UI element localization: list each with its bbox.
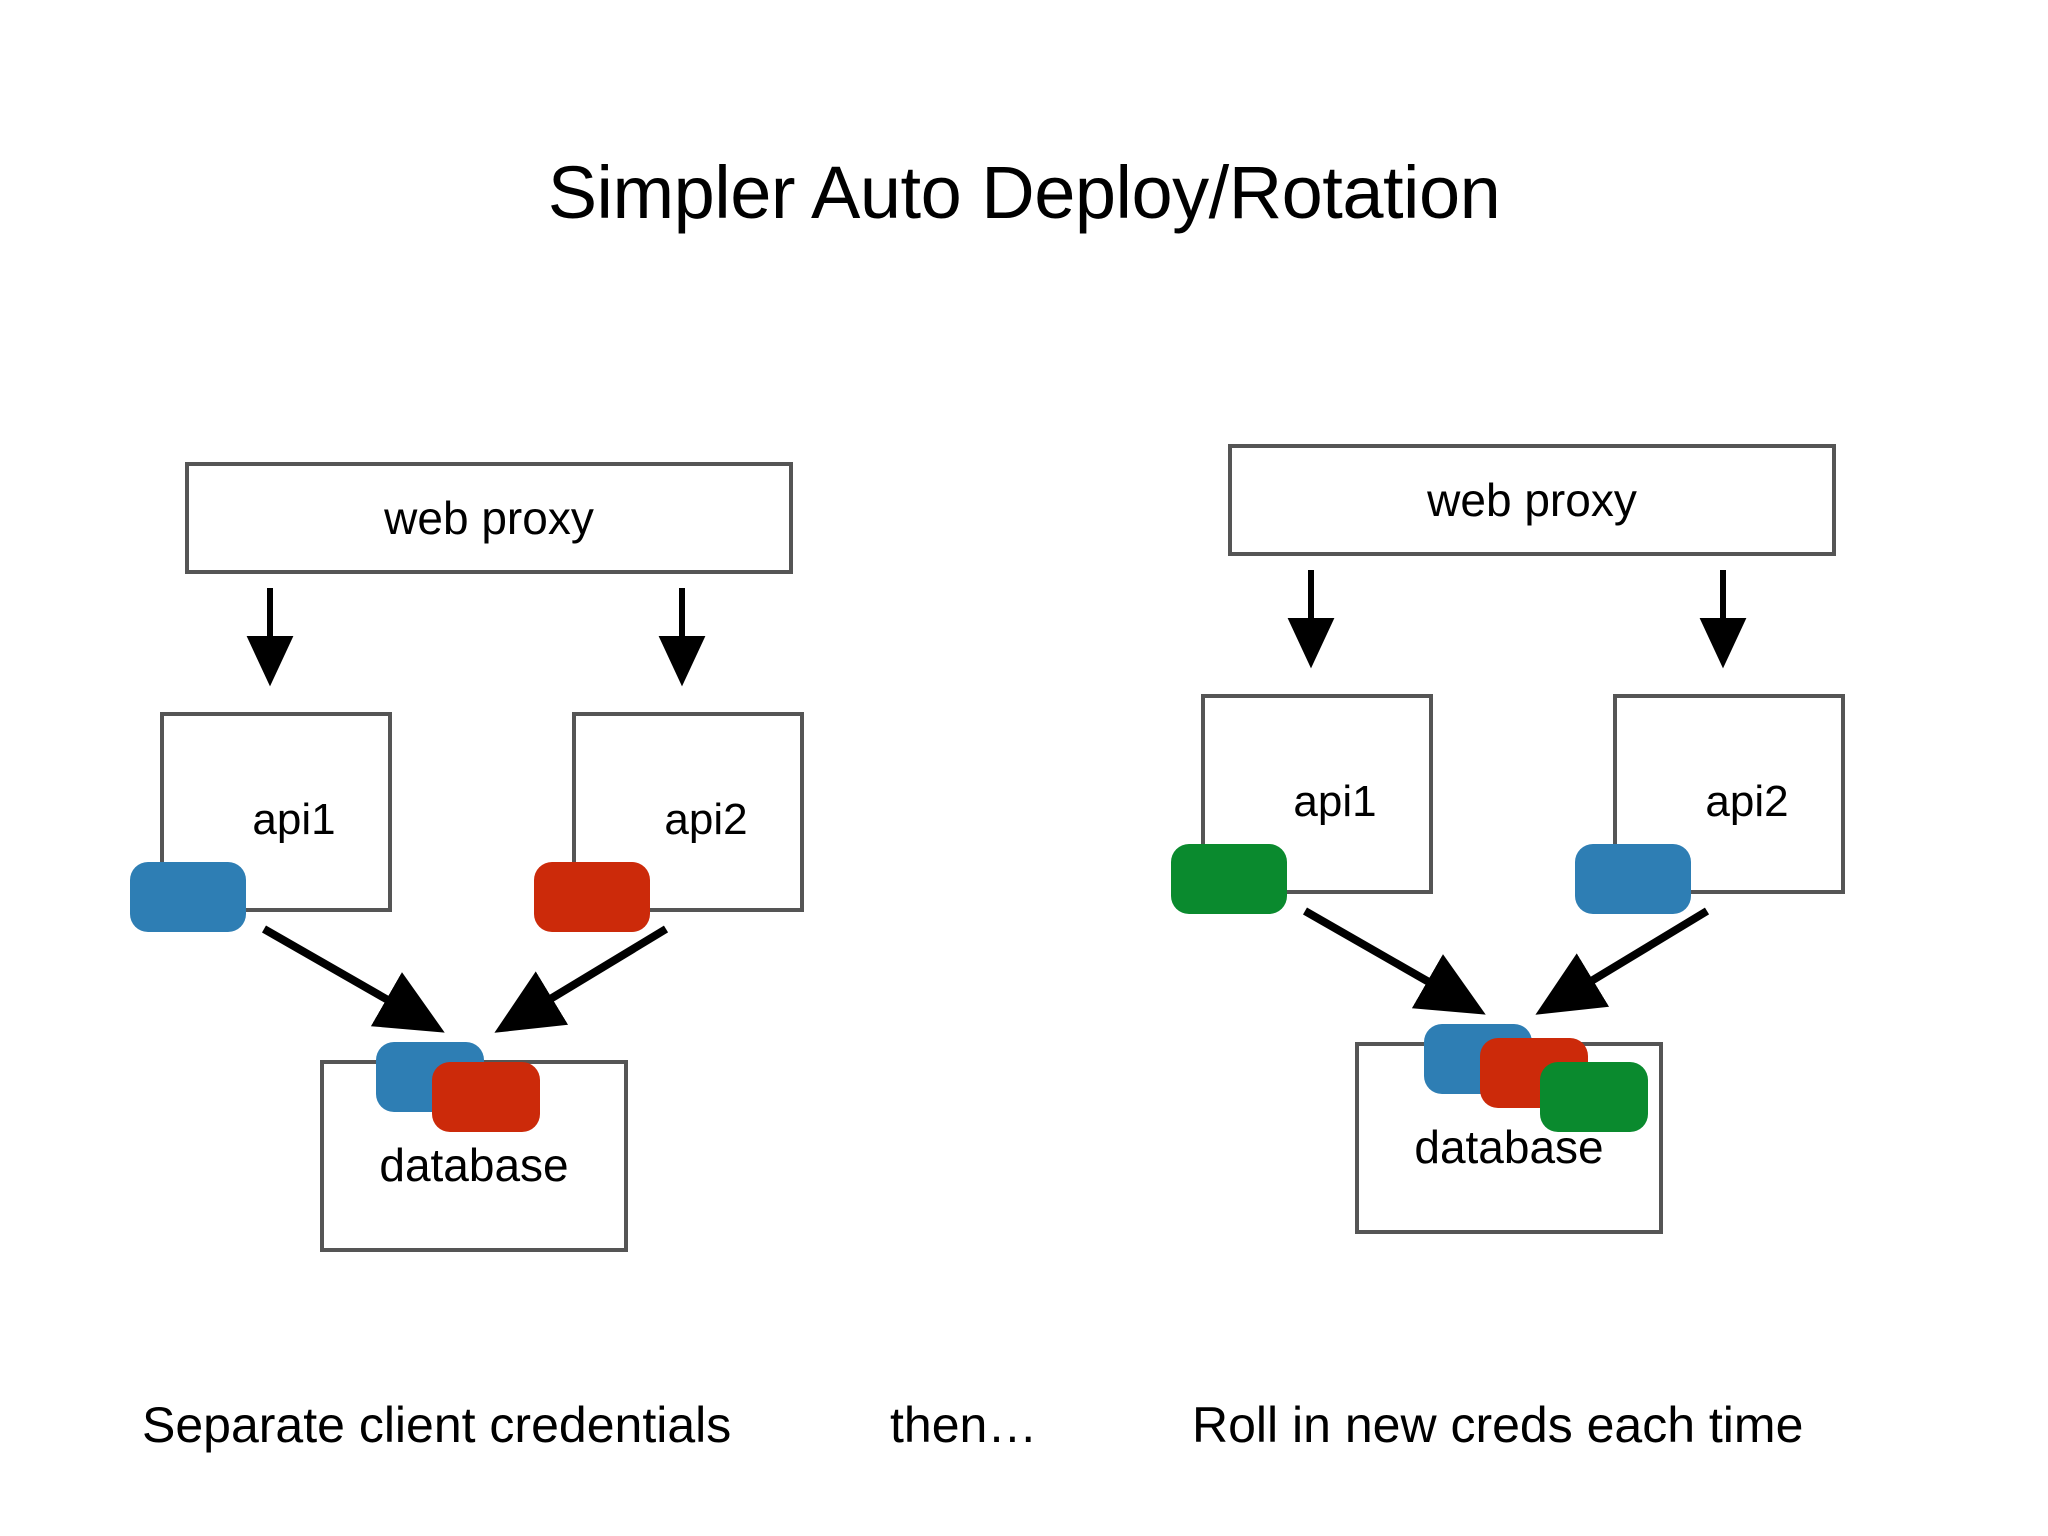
left-api2-credential-chip-red[interactable]	[534, 862, 650, 932]
right-api2-label: api2	[1705, 777, 1789, 826]
left-api1-credential-chip-blue[interactable]	[130, 862, 246, 932]
page-title: Simpler Auto Deploy/Rotation	[547, 151, 1501, 234]
left-web-proxy-label: web proxy	[384, 492, 594, 544]
left-database-label: database	[379, 1139, 569, 1191]
right-web-proxy-box[interactable]: web proxy	[1228, 444, 1836, 556]
right-web-proxy-label: web proxy	[1427, 474, 1637, 526]
right-database-credential-chip-green[interactable]	[1540, 1062, 1648, 1132]
right-caption: Roll in new creds each time	[1192, 1397, 1804, 1453]
arrow-right-api1-to-database	[1303, 907, 1486, 1015]
right-api1-label: api1	[1293, 777, 1377, 826]
arrow-left-api2-to-database	[494, 925, 669, 1033]
left-web-proxy-box[interactable]: web proxy	[185, 462, 793, 574]
left-caption: Separate client credentials	[142, 1397, 732, 1453]
left-database-credential-chip-red[interactable]	[432, 1062, 540, 1132]
right-api2-box[interactable]: api2	[1613, 694, 1845, 894]
arrow-left-api1-to-database	[262, 925, 445, 1033]
left-api2-label: api2	[664, 795, 748, 844]
middle-caption: then…	[890, 1397, 1038, 1453]
right-api2-credential-chip-blue[interactable]	[1575, 844, 1691, 914]
arrow-right-api2-to-database	[1535, 907, 1710, 1015]
left-api1-label: api1	[252, 795, 336, 844]
right-api1-credential-chip-green[interactable]	[1171, 844, 1287, 914]
